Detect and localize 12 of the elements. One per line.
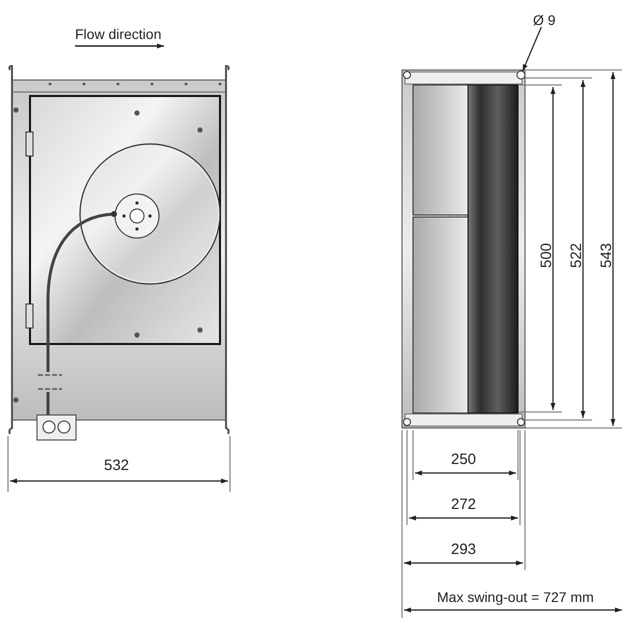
leader-line — [522, 26, 542, 72]
dimension-label: 532 — [104, 458, 130, 473]
dimension-label: 250 — [451, 452, 476, 467]
hole-diameter-label: Ø 9 — [533, 13, 556, 27]
dimension-label: 293 — [451, 542, 476, 557]
dimension-label: 272 — [451, 497, 476, 512]
dimension-label: 543 — [598, 242, 614, 268]
flow-direction-label: Flow direction — [75, 27, 162, 41]
dimension-label: 500 — [538, 242, 554, 268]
dimension-label: 522 — [568, 242, 584, 268]
mounting-hole — [516, 70, 526, 80]
dimension-label: Max swing-out = 727 mm — [437, 590, 594, 604]
